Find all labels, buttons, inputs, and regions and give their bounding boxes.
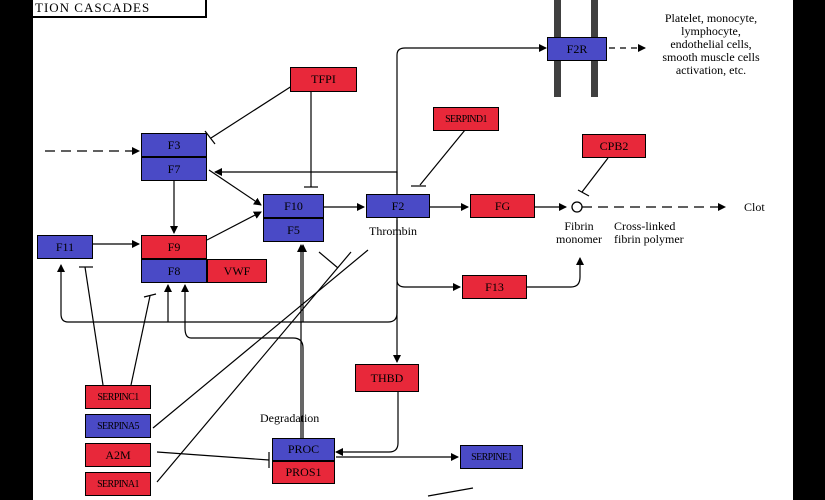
node-serpind1[interactable]: SERPIND1 [433, 107, 499, 131]
edge-tfpi-f3 [210, 83, 296, 139]
edge-bottom [427, 487, 474, 497]
node-a2m[interactable]: A2M [85, 443, 151, 467]
node-vwf[interactable]: VWF [207, 259, 267, 283]
node-f2[interactable]: F2 [366, 194, 430, 218]
edge-serpina5-f10 [152, 249, 369, 429]
node-cpb2[interactable]: CPB2 [582, 134, 646, 158]
edge-f3-f10 [208, 169, 262, 206]
label-degradation: Degradation [260, 411, 320, 425]
node-serpinc1[interactable]: SERPINC1 [85, 385, 151, 409]
node-fg[interactable]: FG [470, 194, 535, 218]
node-f7[interactable]: F7 [141, 157, 207, 181]
edge-a2m-proc [156, 451, 270, 461]
node-serpina5[interactable]: SERPINA5 [85, 414, 151, 438]
node-f10[interactable]: F10 [263, 194, 324, 218]
edge-serpinc1-f9-bar [143, 293, 157, 298]
pathway-title: TION CASCADES [33, 0, 207, 18]
node-serpina1[interactable]: SERPINA1 [85, 472, 151, 496]
edge-f2-f2r [396, 44, 547, 220]
node-f13[interactable]: F13 [462, 275, 527, 299]
label-thrombin: Thrombin [369, 224, 417, 238]
edge-feedback-f11 [57, 264, 398, 323]
node-proc[interactable]: PROC [272, 438, 335, 461]
edge-f13-fibrin [527, 257, 584, 288]
edge-cpb2-fibrin-bar [577, 189, 590, 197]
edge-serpina1-f5 [318, 251, 339, 269]
edge-serpinc1-f11 [84, 266, 104, 386]
node-f9[interactable]: F9 [141, 235, 207, 259]
node-f5[interactable]: F5 [263, 218, 324, 242]
label-clot: Clot [744, 200, 765, 214]
edge-cpb2-fibrin [581, 157, 609, 193]
edge-thbd-proc [335, 392, 399, 456]
edge-serpind1-f2 [419, 129, 466, 186]
node-f8[interactable]: F8 [141, 259, 207, 283]
node-thbd[interactable]: THBD [355, 364, 419, 392]
edge-f9-f10 [206, 211, 262, 241]
edge-serpina1-f10 [156, 251, 352, 483]
label-platelet-activation: Platelet, monocyte,lymphocyte,endothelia… [662, 11, 760, 77]
edge-serpinc1-f9 [130, 295, 151, 386]
edge-f2-f7 [214, 168, 398, 180]
pathway-canvas: TION CASCADES F3 F7 TFPI F10 F5 F2 F11 F… [33, 0, 793, 500]
node-tfpi[interactable]: TFPI [290, 67, 357, 92]
fibrin-compound-circle [571, 201, 583, 213]
node-serpine1[interactable]: SERPINE1 [460, 445, 523, 469]
node-f3[interactable]: F3 [141, 133, 207, 157]
pathway-edges [45, 0, 726, 497]
edge-proc-f8 [181, 284, 304, 440]
node-f11[interactable]: F11 [37, 235, 93, 259]
node-f2r[interactable]: F2R [547, 37, 607, 61]
node-pros1[interactable]: PROS1 [272, 461, 335, 484]
